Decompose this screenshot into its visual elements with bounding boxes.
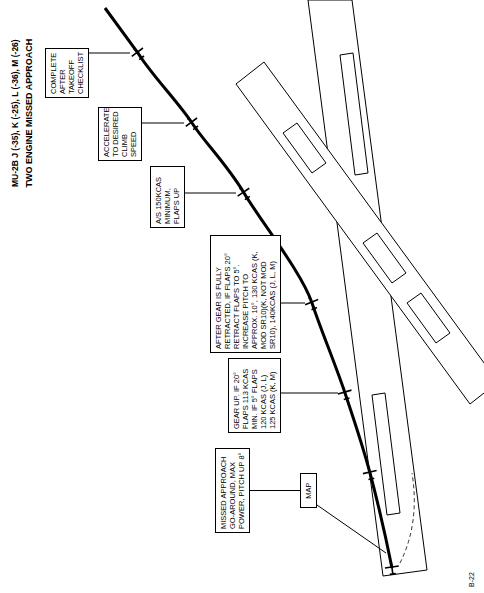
aircraft: [128, 43, 148, 63]
leader-line: [317, 505, 386, 553]
step-box: COMPLETE AFTER TAKEOFF CHECKLIST: [45, 48, 89, 98]
aircraft: [384, 560, 400, 576]
taxiway: [340, 53, 368, 175]
aircraft: [234, 183, 253, 202]
diagram-title: TWO ENGINE MISSED APPROACH: [24, 39, 34, 188]
connector-line: [250, 490, 300, 491]
step-box: A/S 150KCAS MINIMUM, FLAPS UP: [150, 166, 185, 228]
step-text: MAP: [304, 477, 313, 504]
step-text: AFTER GEAR IS FULLY RETRACTED, IF FLAPS …: [214, 239, 277, 349]
step-text: MISSED APPROACH GO-AROUND, MAX POWER, PI…: [219, 452, 246, 529]
step-text: GEAR UP. IF 20° FLAPS 113 KCAS MIN. IF 5…: [232, 362, 277, 429]
step-text: COMPLETE AFTER TAKEOFF CHECKLIST: [49, 52, 85, 94]
taxiway: [363, 233, 406, 283]
aircraft: [362, 465, 379, 482]
taxiway: [407, 293, 450, 343]
flight-path: [105, 8, 392, 568]
aircraft: [336, 384, 353, 401]
dashed-path: [400, 473, 414, 563]
leader-line: [185, 193, 236, 194]
aircraft: [182, 113, 202, 133]
leader-line: [281, 303, 305, 304]
step-box: ACCELERATE TO DESIRED CLIMB SPEED: [98, 107, 142, 161]
aircraft: [303, 294, 321, 312]
page-number: B-22: [468, 572, 475, 587]
leader-line: [89, 53, 130, 54]
step-text: A/S 150KCAS MINIMUM, FLAPS UP: [154, 170, 181, 224]
step-box: GEAR UP. IF 20° FLAPS 113 KCAS MIN. IF 5…: [228, 358, 281, 433]
taxiway: [283, 123, 326, 173]
step-box: MISSED APPROACH GO-AROUND, MAX POWER, PI…: [215, 448, 250, 533]
step-box: AFTER GEAR IS FULLY RETRACTED, IF FLAPS …: [210, 235, 281, 353]
step-text: ACCELERATE TO DESIRED CLIMB SPEED: [102, 111, 138, 157]
leader-line: [281, 393, 338, 394]
leader-line: [142, 123, 184, 124]
map-box: MAP: [300, 473, 317, 508]
model-heading: MU-2B J (-35), K (-25), L (-36), M (-26): [10, 39, 20, 187]
